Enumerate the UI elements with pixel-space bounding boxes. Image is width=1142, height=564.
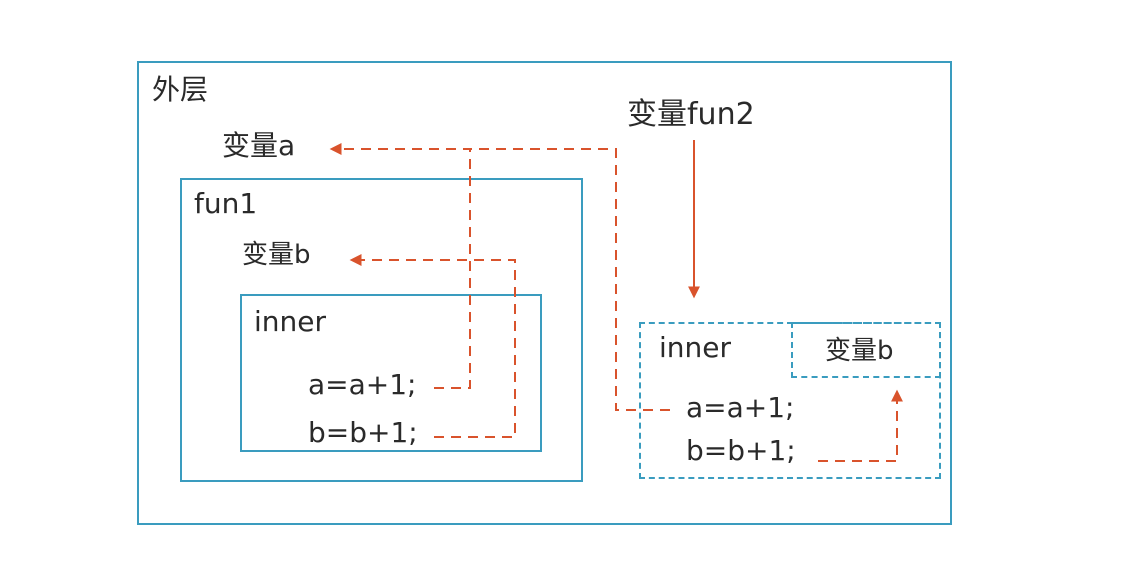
fun2-a-to-outer-a-arrow [470,148,670,411]
fun1-label: fun1 [194,187,258,220]
fun1-var-b-label: 变量b [242,240,311,270]
outer-var-fun2-label: 变量fun2 [627,97,755,132]
fun2-inner-var-b-label: 变量b [825,336,894,366]
fun2-inner-box [639,322,941,479]
fun1-inner-line-b: b=b+1; [308,416,418,449]
fun1-inner-box [240,294,542,452]
fun2-inner-var-b-box [791,322,941,378]
fun1-inner-label: inner [254,305,327,338]
fun2-inner-line-b: b=b+1; [686,434,796,467]
fun1-b-to-fun1-b-arrow [349,254,516,438]
fun2-inner-label: inner [659,331,732,364]
outer-scope-label: 外层 [152,73,209,106]
fun2-b-to-inner-b-arrow [818,389,903,462]
fun1-scope-box [180,178,583,482]
outer-var-a-label: 变量a [222,129,296,162]
outer-scope-box [137,61,952,525]
fun2-inner-line-a: a=a+1; [686,391,795,424]
fun1-inner-line-a: a=a+1; [308,368,417,401]
fun1-a-to-outer-a-arrow [329,143,471,389]
